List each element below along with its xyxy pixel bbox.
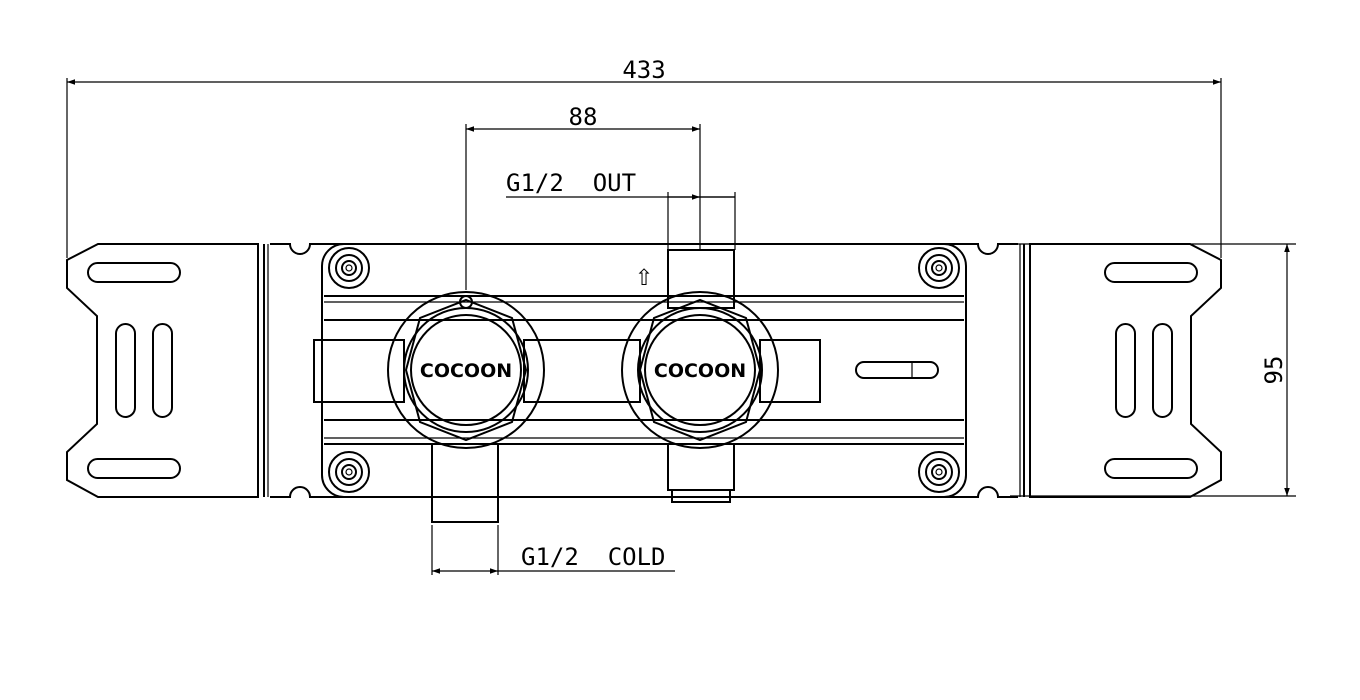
cold-inlet-pipe (431, 443, 499, 523)
cold-inlet-size-label: G1/2 COLD (521, 543, 666, 571)
right-side-block (759, 339, 821, 403)
bracket-slot (87, 458, 181, 479)
dimension-overall-width-label: 433 (622, 56, 665, 84)
left-knob-brand-label: COCOON (420, 360, 512, 382)
right-mounting-bracket (1019, 243, 1222, 498)
dimension-height-label: 95 (1260, 356, 1288, 385)
right-valve-knob: COCOON (621, 291, 779, 449)
bracket-slot (87, 262, 181, 283)
bracket-slot (1152, 323, 1173, 418)
mounting-screw (328, 451, 370, 493)
bracket-slot (115, 323, 136, 418)
outlet-pipe-cap (671, 489, 731, 503)
bracket-slot (152, 323, 173, 418)
dimension-knob-spacing-label: 88 (569, 103, 598, 131)
flow-direction-arrow-icon: ⇧ (635, 258, 653, 293)
dimension-outlet-size: G1/2 OUT (506, 169, 736, 250)
dimension-cold-inlet-size: G1/2 COLD (431, 525, 675, 575)
mounting-screw (328, 247, 370, 289)
outlet-pipe-bottom (667, 443, 735, 491)
bracket-slot (1115, 323, 1136, 418)
dimension-overall-width: 433 (66, 56, 1222, 258)
dimension-knob-spacing: 88 (465, 103, 701, 290)
bracket-slot (1104, 262, 1198, 283)
indicator-dot (459, 295, 473, 309)
outlet-pipe (667, 249, 735, 309)
main-mounting-plate (270, 243, 1018, 498)
mounting-screw (918, 247, 960, 289)
side-slot (855, 361, 939, 379)
mounting-screw (918, 451, 960, 493)
right-knob-brand-label: COCOON (654, 360, 746, 382)
outlet-size-label: G1/2 OUT (506, 169, 636, 197)
left-mounting-bracket (66, 243, 269, 498)
left-valve-knob: COCOON (387, 291, 545, 449)
bracket-slot (1104, 458, 1198, 479)
